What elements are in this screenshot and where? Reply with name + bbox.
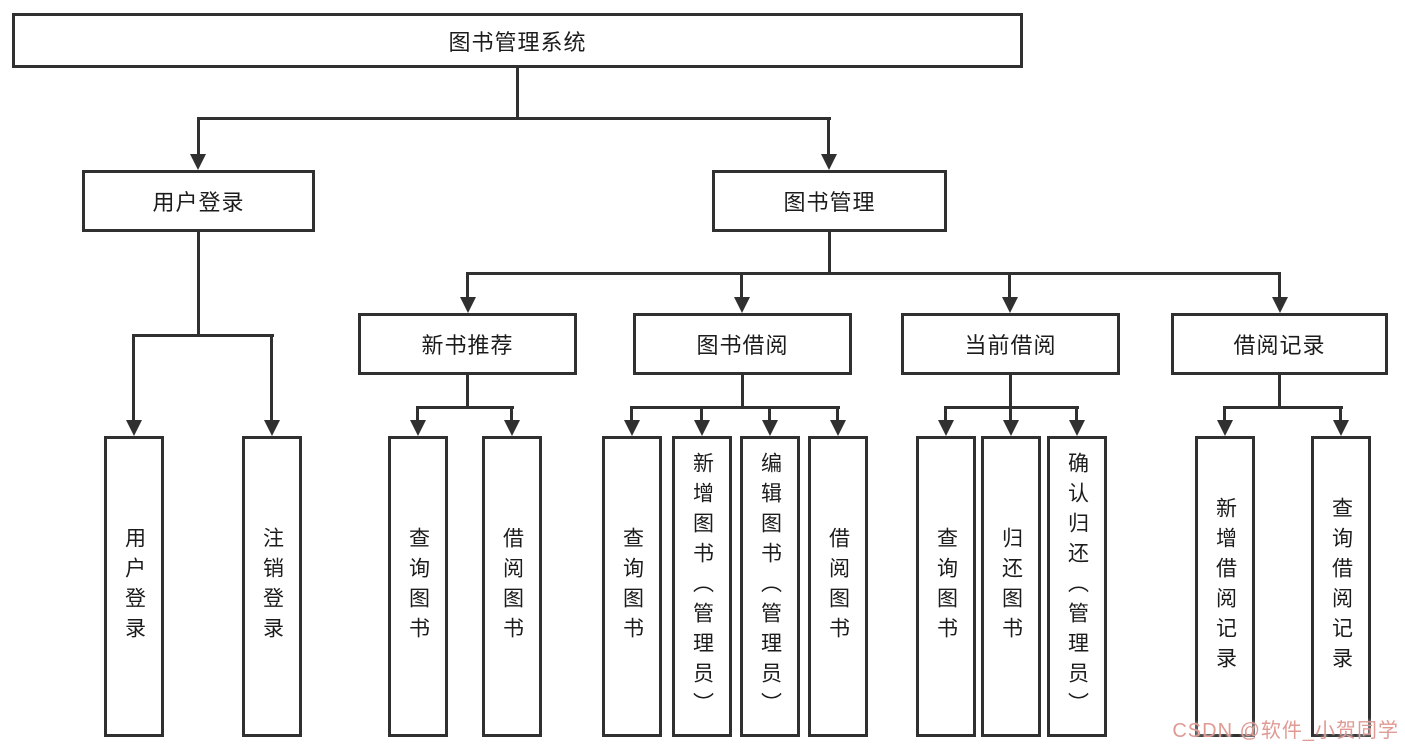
connector-line [836, 406, 839, 420]
arrowhead-down [694, 420, 710, 436]
connector-line [416, 406, 419, 420]
node-book-borrowing: 图书借阅 [633, 313, 852, 375]
arrowhead-down [762, 420, 778, 436]
node-return-books: 归还图书 [981, 436, 1041, 737]
connector-line [466, 272, 1281, 275]
connector-line [768, 406, 771, 420]
connector-line [466, 375, 469, 409]
arrowhead-down [1002, 297, 1018, 313]
arrowhead-down [190, 154, 206, 170]
connector-line [1223, 406, 1226, 420]
arrowhead-down [410, 420, 426, 436]
connector-line [1223, 406, 1343, 409]
node-new-book-recommendation: 新书推荐 [358, 313, 577, 375]
node-edit-books-admin: 编辑图书（管理员） [740, 436, 800, 737]
arrowhead-down [830, 420, 846, 436]
connector-line [1339, 406, 1342, 420]
arrowhead-down [734, 297, 750, 313]
node-library-management-system: 图书管理系统 [12, 13, 1023, 68]
arrowhead-down [460, 297, 476, 313]
connector-line [630, 406, 633, 420]
connector-line [944, 406, 947, 420]
node-confirm-return-admin: 确认归还（管理员） [1047, 436, 1107, 737]
watermark-text: CSDN @软件_小贺同学 [1172, 720, 1399, 742]
connector-line [630, 406, 840, 409]
connector-line [1008, 272, 1011, 297]
arrowhead-down [1217, 420, 1233, 436]
node-add-books-admin: 新增图书（管理员） [672, 436, 732, 737]
node-user-login: 用户登录 [82, 170, 315, 232]
node-book-management: 图书管理 [712, 170, 947, 232]
node-current-borrowing: 当前借阅 [901, 313, 1120, 375]
connector-line [827, 117, 830, 154]
node-query-books-current: 查询图书 [916, 436, 976, 737]
connector-line [740, 272, 743, 297]
node-query-books-borrowing: 查询图书 [602, 436, 662, 737]
node-query-borrow-record: 查询借阅记录 [1311, 436, 1371, 737]
connector-line [700, 406, 703, 420]
connector-line [516, 68, 519, 120]
connector-line [828, 232, 831, 275]
arrowhead-down [938, 420, 954, 436]
connector-line [197, 117, 200, 154]
connector-line [1009, 375, 1012, 409]
arrowhead-down [126, 420, 142, 436]
connector-line [132, 334, 135, 420]
arrowhead-down [504, 420, 520, 436]
connector-line [1009, 406, 1012, 420]
connector-line [416, 406, 514, 409]
connector-line [197, 232, 200, 337]
connector-line [270, 334, 273, 420]
arrowhead-down [1003, 420, 1019, 436]
node-logout-action: 注销登录 [242, 436, 302, 737]
arrowhead-down [264, 420, 280, 436]
arrowhead-down [1272, 297, 1288, 313]
arrowhead-down [624, 420, 640, 436]
node-borrow-books-recommend: 借阅图书 [482, 436, 542, 737]
connector-line [132, 334, 274, 337]
arrowhead-down [821, 154, 837, 170]
node-add-borrow-record: 新增借阅记录 [1195, 436, 1255, 737]
arrowhead-down [1333, 420, 1349, 436]
node-user-login-action: 用户登录 [104, 436, 164, 737]
connector-line [1278, 375, 1281, 409]
connector-line [741, 375, 744, 409]
connector-line [510, 406, 513, 420]
connector-line [1075, 406, 1078, 420]
connector-line [1278, 272, 1281, 297]
connector-line [197, 117, 831, 120]
node-borrow-books-borrowing: 借阅图书 [808, 436, 868, 737]
connector-line [466, 272, 469, 297]
node-query-books-recommend: 查询图书 [388, 436, 448, 737]
node-borrowing-records: 借阅记录 [1171, 313, 1388, 375]
arrowhead-down [1069, 420, 1085, 436]
